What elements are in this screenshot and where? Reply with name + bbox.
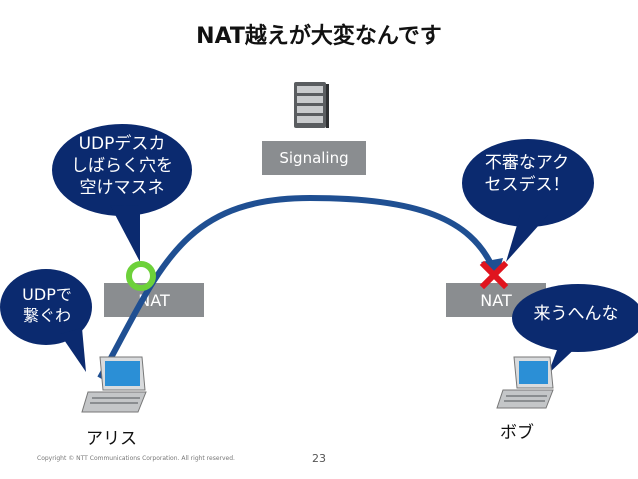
signaling-box: Signaling: [262, 141, 366, 175]
bubble-bob-nat: [462, 139, 594, 262]
deny-cross-icon: [479, 260, 509, 290]
laptop-icon-alice: [81, 356, 147, 413]
bubble-bob: [512, 284, 638, 374]
alice-label: アリス: [86, 429, 137, 449]
connection-path: [97, 194, 495, 380]
slide-title: NAT越えが大変なんです: [196, 24, 442, 49]
bubble-text-alice-nat: UDPデスカ しばらく穴を 空けマスネ: [71, 134, 173, 198]
copyright-notice: Copyright © NTT Communications Corporati…: [37, 455, 235, 462]
bubble-text-bob-nat: 不審なアク セスデス！: [484, 153, 570, 195]
bubble-text-bob: 来うへんな: [533, 304, 619, 324]
bubble-alice: [0, 269, 92, 372]
bubble-text-alice: UDPで 繋ぐわ: [22, 285, 72, 325]
nat-box-alice: NAT: [104, 283, 204, 317]
page-number: 23: [312, 452, 326, 465]
bob-label: ボブ: [500, 423, 534, 443]
bubble-alice-nat: [52, 124, 192, 262]
server-icon: [294, 82, 329, 128]
allow-ring-icon: [126, 261, 156, 291]
laptop-icon-bob: [496, 356, 554, 409]
